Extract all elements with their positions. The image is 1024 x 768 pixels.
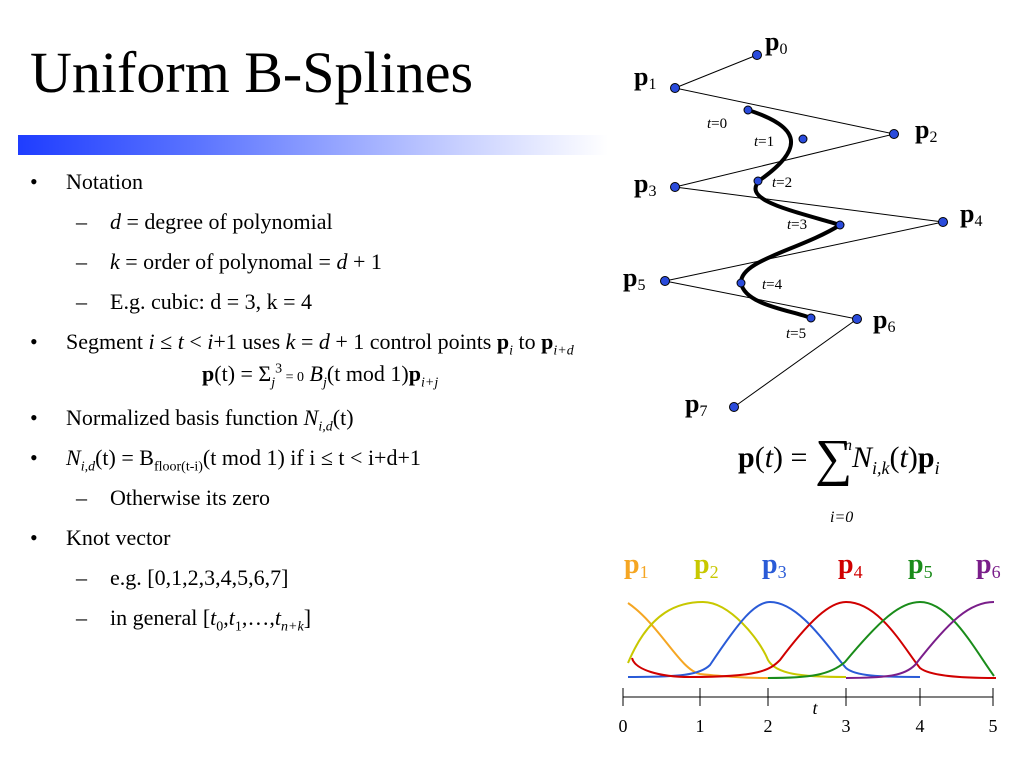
title-gradient-bar — [18, 135, 608, 155]
bullet-segment: • Segment i ≤ t < i+1 uses k = d + 1 con… — [30, 328, 590, 392]
label-p7: p7 — [685, 389, 707, 420]
sub-bullet-degree: – d = degree of polynomial — [76, 209, 333, 234]
control-point-p3 — [670, 182, 680, 192]
legend-p2: p2 — [694, 549, 719, 582]
label-t2: t=2 — [772, 175, 792, 191]
control-point-p7 — [729, 402, 739, 412]
segment-formula: p(t) = Σj3 = 0 Bj(t mod 1)pi+j — [202, 361, 439, 391]
label-p0: p0 — [765, 27, 787, 58]
label-t4: t=4 — [762, 277, 783, 293]
control-polygon-diagram: p0 p1 p2 p3 p4 p5 p6 p7 t=0 t=1 t=2 t=3 … — [623, 27, 982, 420]
knot-point-t0 — [743, 105, 753, 115]
label-t0: t=0 — [707, 116, 727, 132]
basis-curve-p6 — [845, 601, 995, 679]
sub-bullet-knot-general: – in general [t0,t1,…,tn+k] — [76, 605, 312, 635]
label-p2: p2 — [915, 115, 937, 146]
bullet-knot-vector: • Knot vector — [30, 525, 171, 550]
bullet-notation: • Notation — [30, 169, 143, 194]
knot-point-t1 — [798, 134, 808, 144]
label-t5: t=5 — [786, 326, 806, 342]
sub-bullet-otherwise: – Otherwise its zero — [76, 485, 271, 510]
label-p6: p6 — [873, 305, 895, 336]
label-p5: p5 — [623, 263, 645, 294]
knot-points — [736, 105, 845, 323]
legend-p1: p1 — [624, 549, 649, 582]
basis-curve-p5 — [767, 600, 995, 679]
basis-curve-p2 — [627, 600, 847, 678]
legend-p4: p4 — [838, 549, 863, 582]
bullet-normalized: • Normalized basis function Ni,d(t) — [30, 405, 354, 435]
legend-p6: p6 — [976, 549, 1001, 582]
bullet-dot: • — [30, 169, 38, 194]
label-p4: p4 — [960, 199, 982, 230]
sub-bullet-order: – k = order of polynomal = d + 1 — [76, 249, 382, 274]
tick-1: 1 — [696, 716, 705, 736]
control-point-p6 — [852, 314, 862, 324]
legend-p3: p3 — [762, 549, 787, 582]
control-point-p0 — [752, 50, 762, 60]
basis-curve-p4 — [631, 600, 997, 679]
control-point-p2 — [889, 129, 899, 139]
tick-0: 0 — [619, 716, 628, 736]
label-t1: t=1 — [754, 134, 774, 150]
label-p3: p3 — [634, 169, 656, 200]
slide-title: Uniform B-Splines — [30, 40, 474, 105]
control-polygon — [664, 54, 944, 408]
basis-function-plot: p1 p2 p3 p4 p5 p6 t 0 1 2 3 4 5 — [619, 549, 1001, 736]
label-p1: p1 — [634, 62, 656, 93]
legend-p5: p5 — [908, 549, 933, 582]
control-points — [660, 50, 948, 412]
sub-bullet-knot-example: – e.g. [0,1,2,3,4,5,6,7] — [76, 565, 289, 590]
tick-3: 3 — [842, 716, 851, 736]
axis-label-t: t — [812, 698, 818, 718]
control-point-p1 — [670, 83, 680, 93]
label-t3: t=3 — [787, 217, 807, 233]
t-axis — [622, 688, 994, 706]
basis-curve-p3 — [627, 600, 921, 678]
bullet-list: • Notation – d = degree of polynomial – … — [30, 168, 590, 644]
control-point-p5 — [660, 276, 670, 286]
knot-point-t5 — [806, 313, 816, 323]
bullet-basis-definition: • Ni,d(t) = Bfloor(t-i)(t mod 1) if i ≤ … — [30, 445, 421, 475]
control-point-p4 — [938, 217, 948, 227]
spline-equation: p(t) = ∑Ni,k(t)pi n i=0 — [738, 430, 940, 527]
tick-4: 4 — [916, 716, 925, 736]
sub-bullet-cubic: – E.g. cubic: d = 3, k = 4 — [76, 289, 313, 314]
knot-point-t3 — [835, 220, 845, 230]
tick-2: 2 — [764, 716, 773, 736]
knot-point-t4 — [736, 278, 746, 288]
knot-point-t2 — [753, 176, 763, 186]
tick-5: 5 — [989, 716, 998, 736]
